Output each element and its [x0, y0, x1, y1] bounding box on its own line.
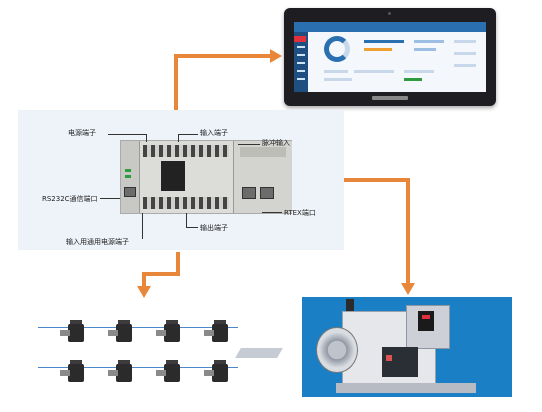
hmi-progress-bar	[324, 70, 348, 73]
label-input-terminal: 输入端子	[200, 129, 228, 137]
rtex-port-connector	[242, 187, 256, 199]
arrow-plc-to-hmi	[174, 56, 178, 112]
hmi-header-bar	[294, 22, 486, 32]
machine-red-part	[386, 355, 392, 361]
hmi-progress-bar	[354, 70, 394, 73]
leader-line	[142, 213, 143, 239]
hmi-progress-bar	[404, 70, 434, 73]
hmi-touch-panel	[284, 8, 496, 106]
rtex-port-connector	[260, 187, 274, 199]
arrow-plc-to-hmi	[174, 54, 272, 58]
label-rs232c-port: RS232C通信端口	[42, 195, 98, 203]
leader-line	[178, 134, 179, 142]
hmi-progress-bar	[414, 48, 436, 51]
brand-logo	[372, 96, 408, 100]
camera-dot	[388, 12, 391, 15]
status-led	[125, 169, 131, 172]
leader-line	[178, 134, 198, 135]
hmi-alert-tag	[294, 36, 306, 42]
machine-head	[406, 305, 450, 349]
hmi-progress-bar	[414, 40, 444, 43]
hmi-progress-bar	[404, 78, 422, 81]
output-terminal-block	[143, 197, 229, 209]
machine-base	[336, 383, 476, 393]
servo-motor	[58, 354, 84, 384]
rs232c-connector	[124, 187, 136, 197]
label-input-common-power-terminal: 输入用通用电源端子	[66, 238, 129, 246]
servo-network-cable	[38, 367, 238, 368]
arrowhead-down	[137, 286, 151, 298]
hmi-progress-bar	[454, 64, 476, 67]
machine-crimp-tool	[382, 347, 418, 377]
servo-motor	[202, 314, 228, 344]
plc-display-window	[161, 161, 185, 191]
plc-unit	[120, 140, 292, 214]
leader-line	[262, 212, 282, 213]
servo-motor	[202, 354, 228, 384]
label-pulse-input: 脉冲输入	[262, 139, 290, 147]
plc-diagram: 电源端子 输入端子 脉冲输入 RS232C通信端口 RTEX端口 输出端子 输入…	[18, 110, 344, 358]
leader-line	[108, 134, 146, 135]
hmi-progress-bar	[454, 40, 476, 43]
servo-motor	[154, 354, 180, 384]
arrow-plc-to-machine	[344, 178, 410, 182]
leader-line	[186, 227, 198, 228]
input-terminal-block	[143, 145, 229, 157]
arrowhead-down	[401, 283, 415, 295]
hmi-progress-bar	[364, 48, 392, 51]
machine-display	[422, 315, 430, 319]
plc-expansion-module	[233, 141, 292, 213]
label-output-terminal: 输出端子	[200, 224, 228, 232]
servo-motor	[154, 314, 180, 344]
machine-reel	[316, 327, 358, 373]
leader-line	[100, 198, 120, 199]
decorative-bar	[235, 348, 283, 358]
hmi-progress-bar	[324, 78, 352, 81]
hmi-screen	[294, 22, 486, 92]
machine-control-panel	[418, 311, 434, 331]
status-led	[125, 175, 131, 178]
plc-side-module	[121, 141, 140, 213]
arrow-plc-to-machine	[406, 178, 410, 284]
arrow-plc-to-servos	[176, 252, 180, 274]
label-rtex-port: RTEX端口	[284, 209, 316, 217]
servo-motor	[106, 354, 132, 384]
servo-motor	[106, 314, 132, 344]
pulse-input-connector	[240, 147, 286, 157]
servo-network-cable	[38, 327, 238, 328]
label-power-terminal: 电源端子	[68, 129, 96, 137]
leader-line	[186, 213, 187, 227]
hmi-donut-gauge	[324, 36, 350, 62]
crimping-machine-photo	[302, 297, 512, 397]
arrow-plc-to-servos	[142, 272, 180, 276]
arrowhead-right	[270, 49, 282, 63]
hmi-progress-bar	[364, 40, 404, 43]
arrow-plc-to-servos	[142, 272, 146, 288]
servo-motor	[58, 314, 84, 344]
hmi-progress-bar	[454, 52, 476, 55]
leader-line	[146, 134, 147, 142]
leader-line	[238, 144, 260, 145]
